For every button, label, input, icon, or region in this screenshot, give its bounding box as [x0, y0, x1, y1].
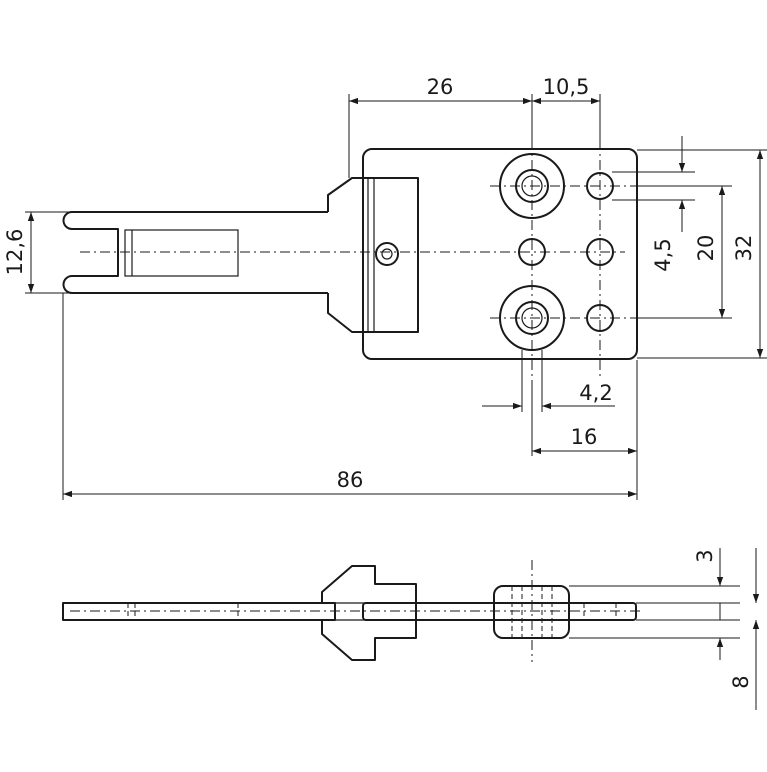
- dimension-12-6: 12,6: [3, 229, 27, 276]
- dimension-16: 16: [571, 425, 598, 449]
- collar-profile: [321, 565, 417, 661]
- dimension-4-5: 4,5: [651, 238, 675, 271]
- side-view: 3 8: [62, 548, 760, 710]
- tongue-slot: [124, 229, 239, 277]
- dimension-20: 20: [694, 235, 718, 262]
- dimension-26: 26: [427, 75, 454, 99]
- dimension-86: 86: [337, 468, 364, 492]
- collar: [327, 177, 419, 333]
- set-screw: [375, 242, 399, 266]
- dimension-4-2: 4,2: [579, 381, 612, 405]
- mounting-plate: [362, 148, 638, 360]
- dimension-8: 8: [729, 675, 753, 688]
- screw-head: [493, 585, 570, 639]
- dimension-32: 32: [732, 235, 756, 262]
- dimension-3: 3: [693, 549, 717, 562]
- top-view: 26 10,5 12,6 4,5 20 32 4,2 16 86: [3, 75, 767, 500]
- fork-tongue: [62, 211, 328, 294]
- dimension-10-5: 10,5: [543, 75, 590, 99]
